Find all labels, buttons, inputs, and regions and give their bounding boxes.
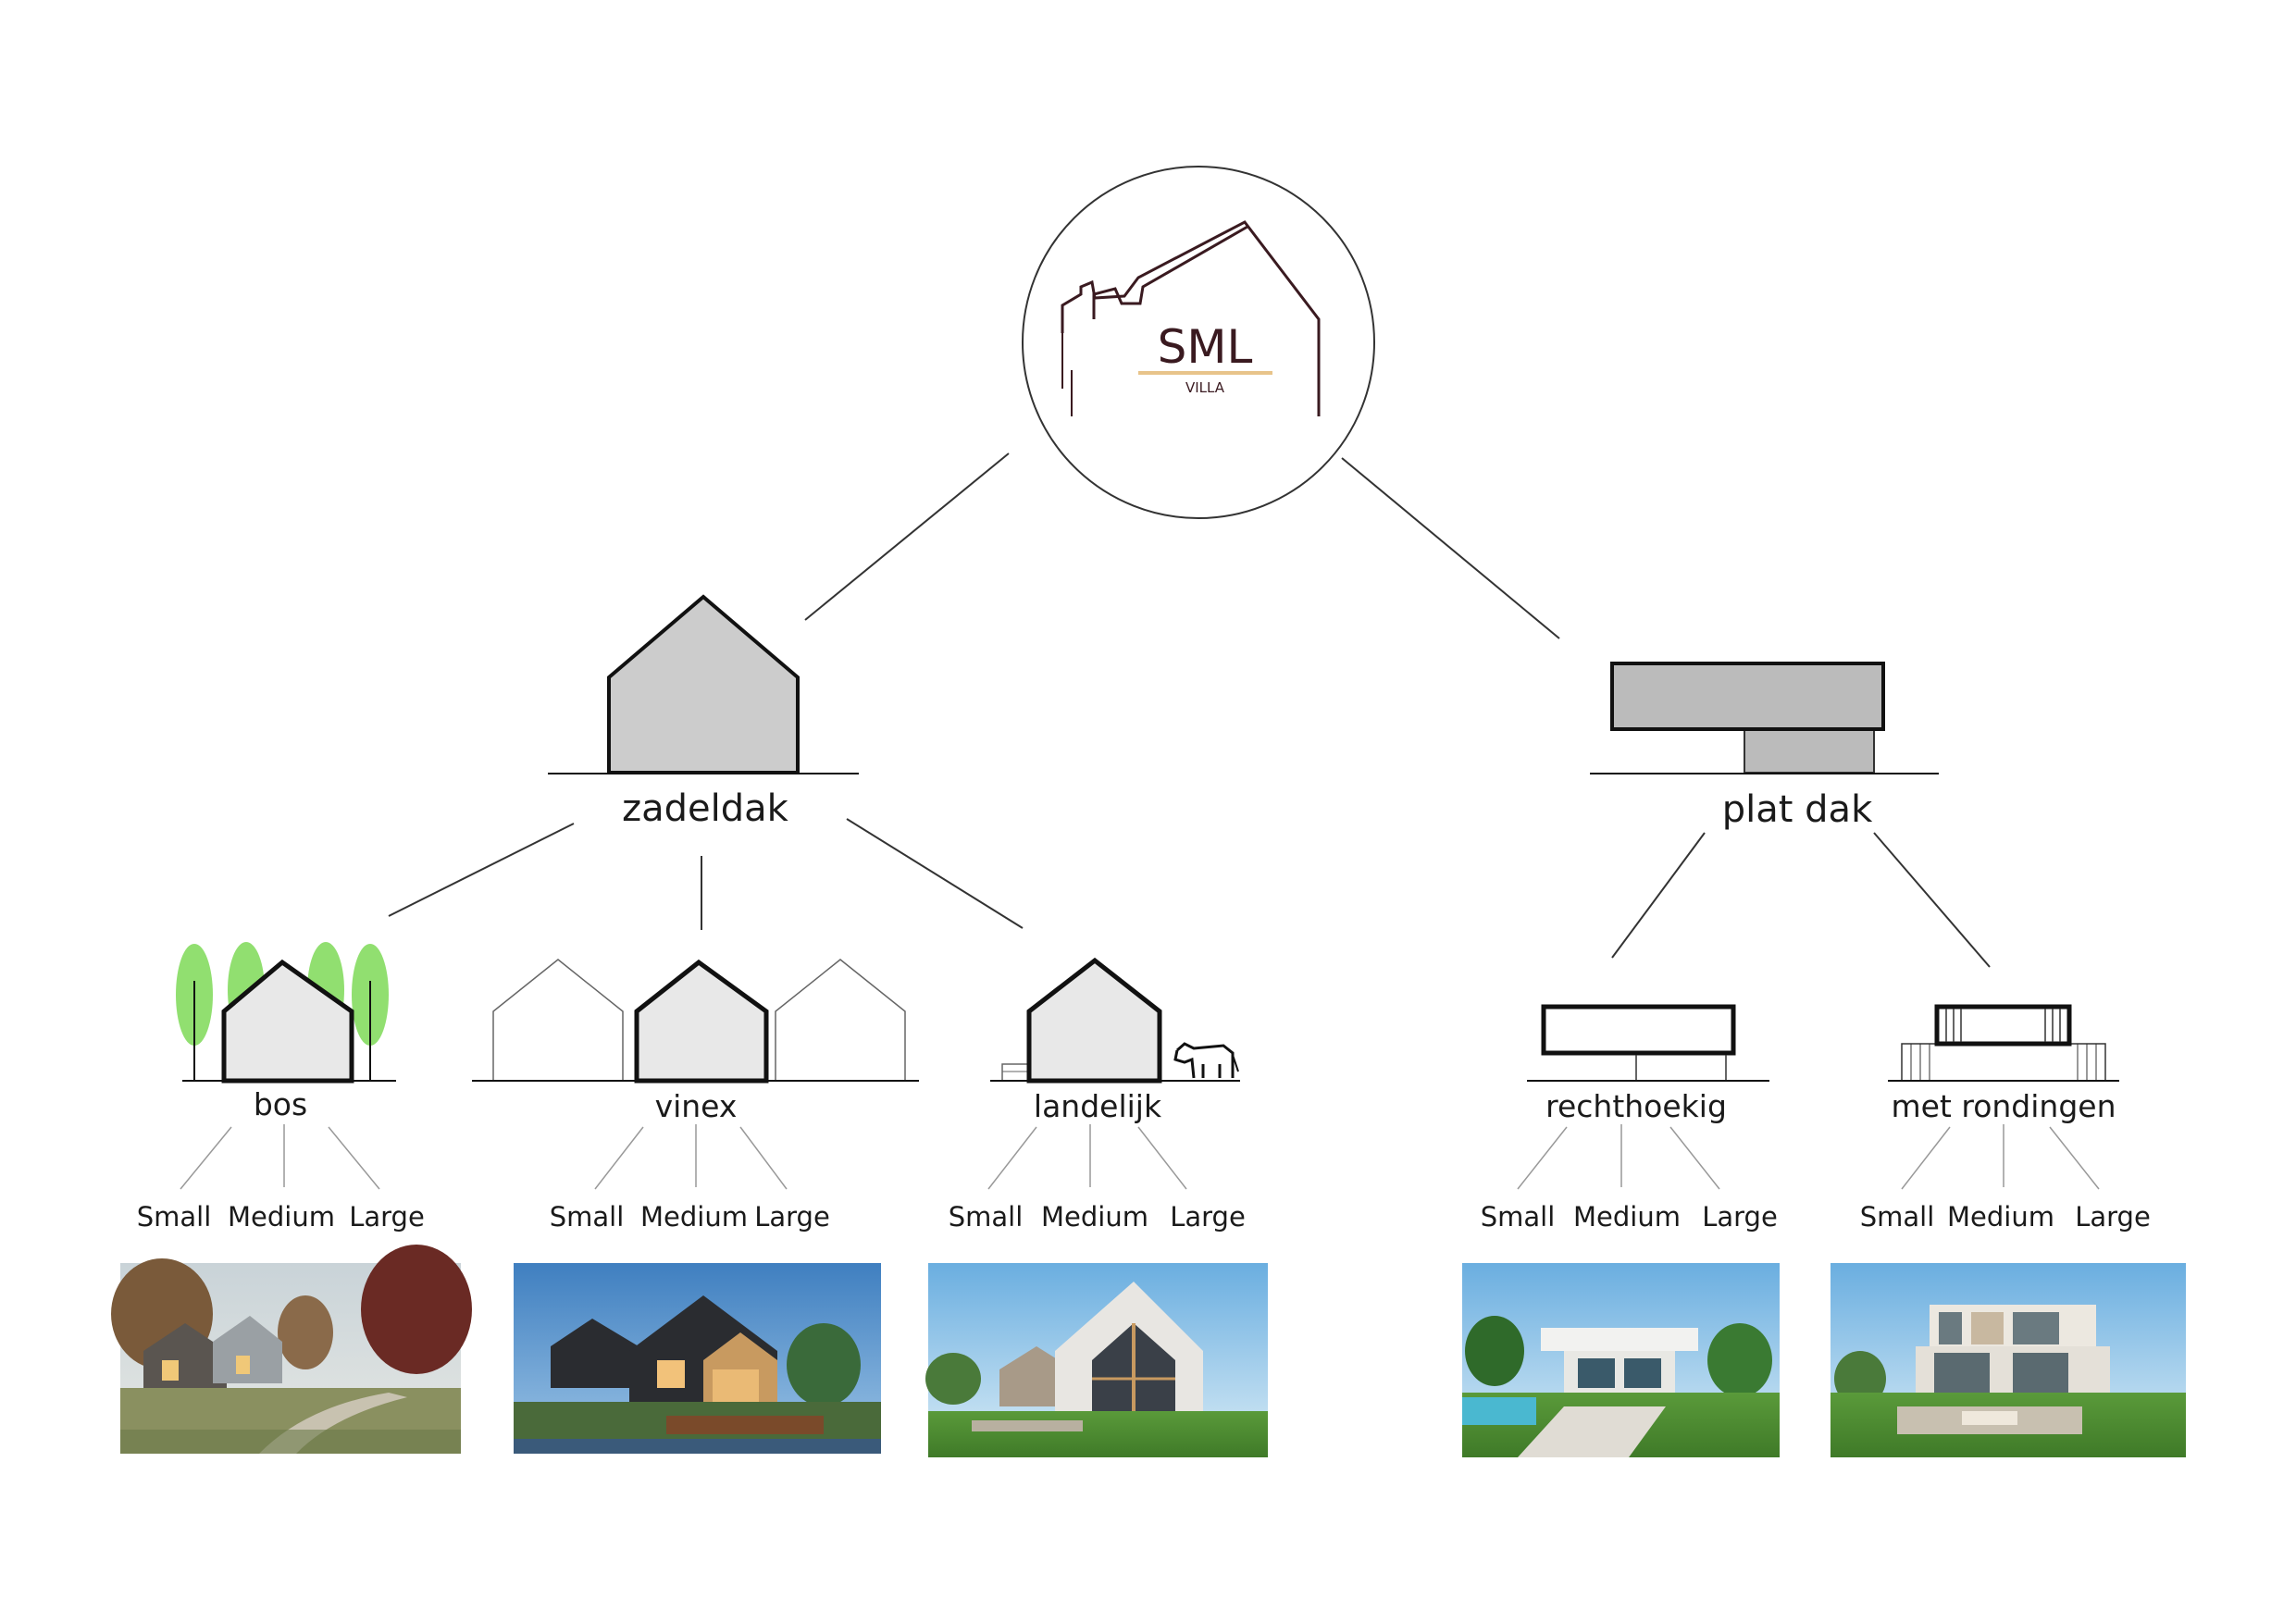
bos-label: bos <box>254 1086 307 1122</box>
landelijk-render-image <box>925 1263 1268 1457</box>
row-houses-icon <box>472 959 919 1084</box>
vinex-label: vinex <box>655 1088 738 1124</box>
bos-render-image <box>111 1245 472 1454</box>
rural-house-icon <box>990 957 1240 1084</box>
vinex-size-large: Large <box>754 1201 830 1233</box>
logo-title: SML <box>1158 320 1253 374</box>
roof-outline-icon <box>1061 220 1321 416</box>
rechthoekig-render-image <box>1462 1263 1780 1457</box>
cow-icon <box>1173 1042 1239 1079</box>
forest-house-icon <box>176 942 396 1084</box>
zadeldak-node: zadeldak <box>548 594 859 830</box>
met-rondingen-node: met rondingen Small Medium Large <box>1860 1004 2151 1233</box>
logo-subtitle: VILLA <box>1185 379 1225 396</box>
bos-node: bos Small Medium Large <box>137 942 425 1233</box>
bos-size-small: Small <box>137 1201 212 1233</box>
flat-roof-house-icon <box>1590 662 1939 774</box>
landelijk-size-medium: Medium <box>1041 1201 1148 1233</box>
met-rondingen-size-small: Small <box>1860 1201 1935 1233</box>
rechthoekig-label: rechthoekig <box>1545 1088 1727 1124</box>
rechthoekig-size-large: Large <box>1702 1201 1778 1233</box>
bos-size-medium: Medium <box>228 1201 335 1233</box>
vinex-size-small: Small <box>550 1201 625 1233</box>
landelijk-size-small: Small <box>949 1201 1024 1233</box>
zadeldak-label: zadeldak <box>622 787 789 830</box>
vinex-node: vinex Small Medium Large <box>472 959 919 1233</box>
rounded-house-icon <box>1888 1004 2119 1082</box>
met-rondingen-label: met rondingen <box>1891 1088 2116 1124</box>
plat-dak-label: plat dak <box>1722 788 1873 831</box>
rectangular-house-icon <box>1527 1004 1769 1082</box>
plat-dak-node: plat dak <box>1590 662 1939 831</box>
connector-lines <box>388 452 1991 968</box>
rechthoekig-node: rechthoekig Small Medium Large <box>1481 1004 1778 1233</box>
sml-villa-logo: SML VILLA <box>1022 166 1375 519</box>
rechthoekig-size-small: Small <box>1481 1201 1556 1233</box>
gable-house-icon <box>548 594 859 774</box>
landelijk-size-large: Large <box>1170 1201 1246 1233</box>
vinex-size-medium: Medium <box>640 1201 748 1233</box>
rechthoekig-size-medium: Medium <box>1573 1201 1681 1233</box>
bos-size-large: Large <box>349 1201 425 1233</box>
size-connector-lines <box>180 1124 2100 1190</box>
met-rondingen-size-medium: Medium <box>1947 1201 2054 1233</box>
met-rondingen-render-image <box>1831 1263 2186 1457</box>
vinex-render-image <box>514 1263 881 1454</box>
landelijk-node: landelijk Small Medium Large <box>949 957 1246 1233</box>
landelijk-label: landelijk <box>1034 1088 1162 1124</box>
met-rondingen-size-large: Large <box>2075 1201 2151 1233</box>
